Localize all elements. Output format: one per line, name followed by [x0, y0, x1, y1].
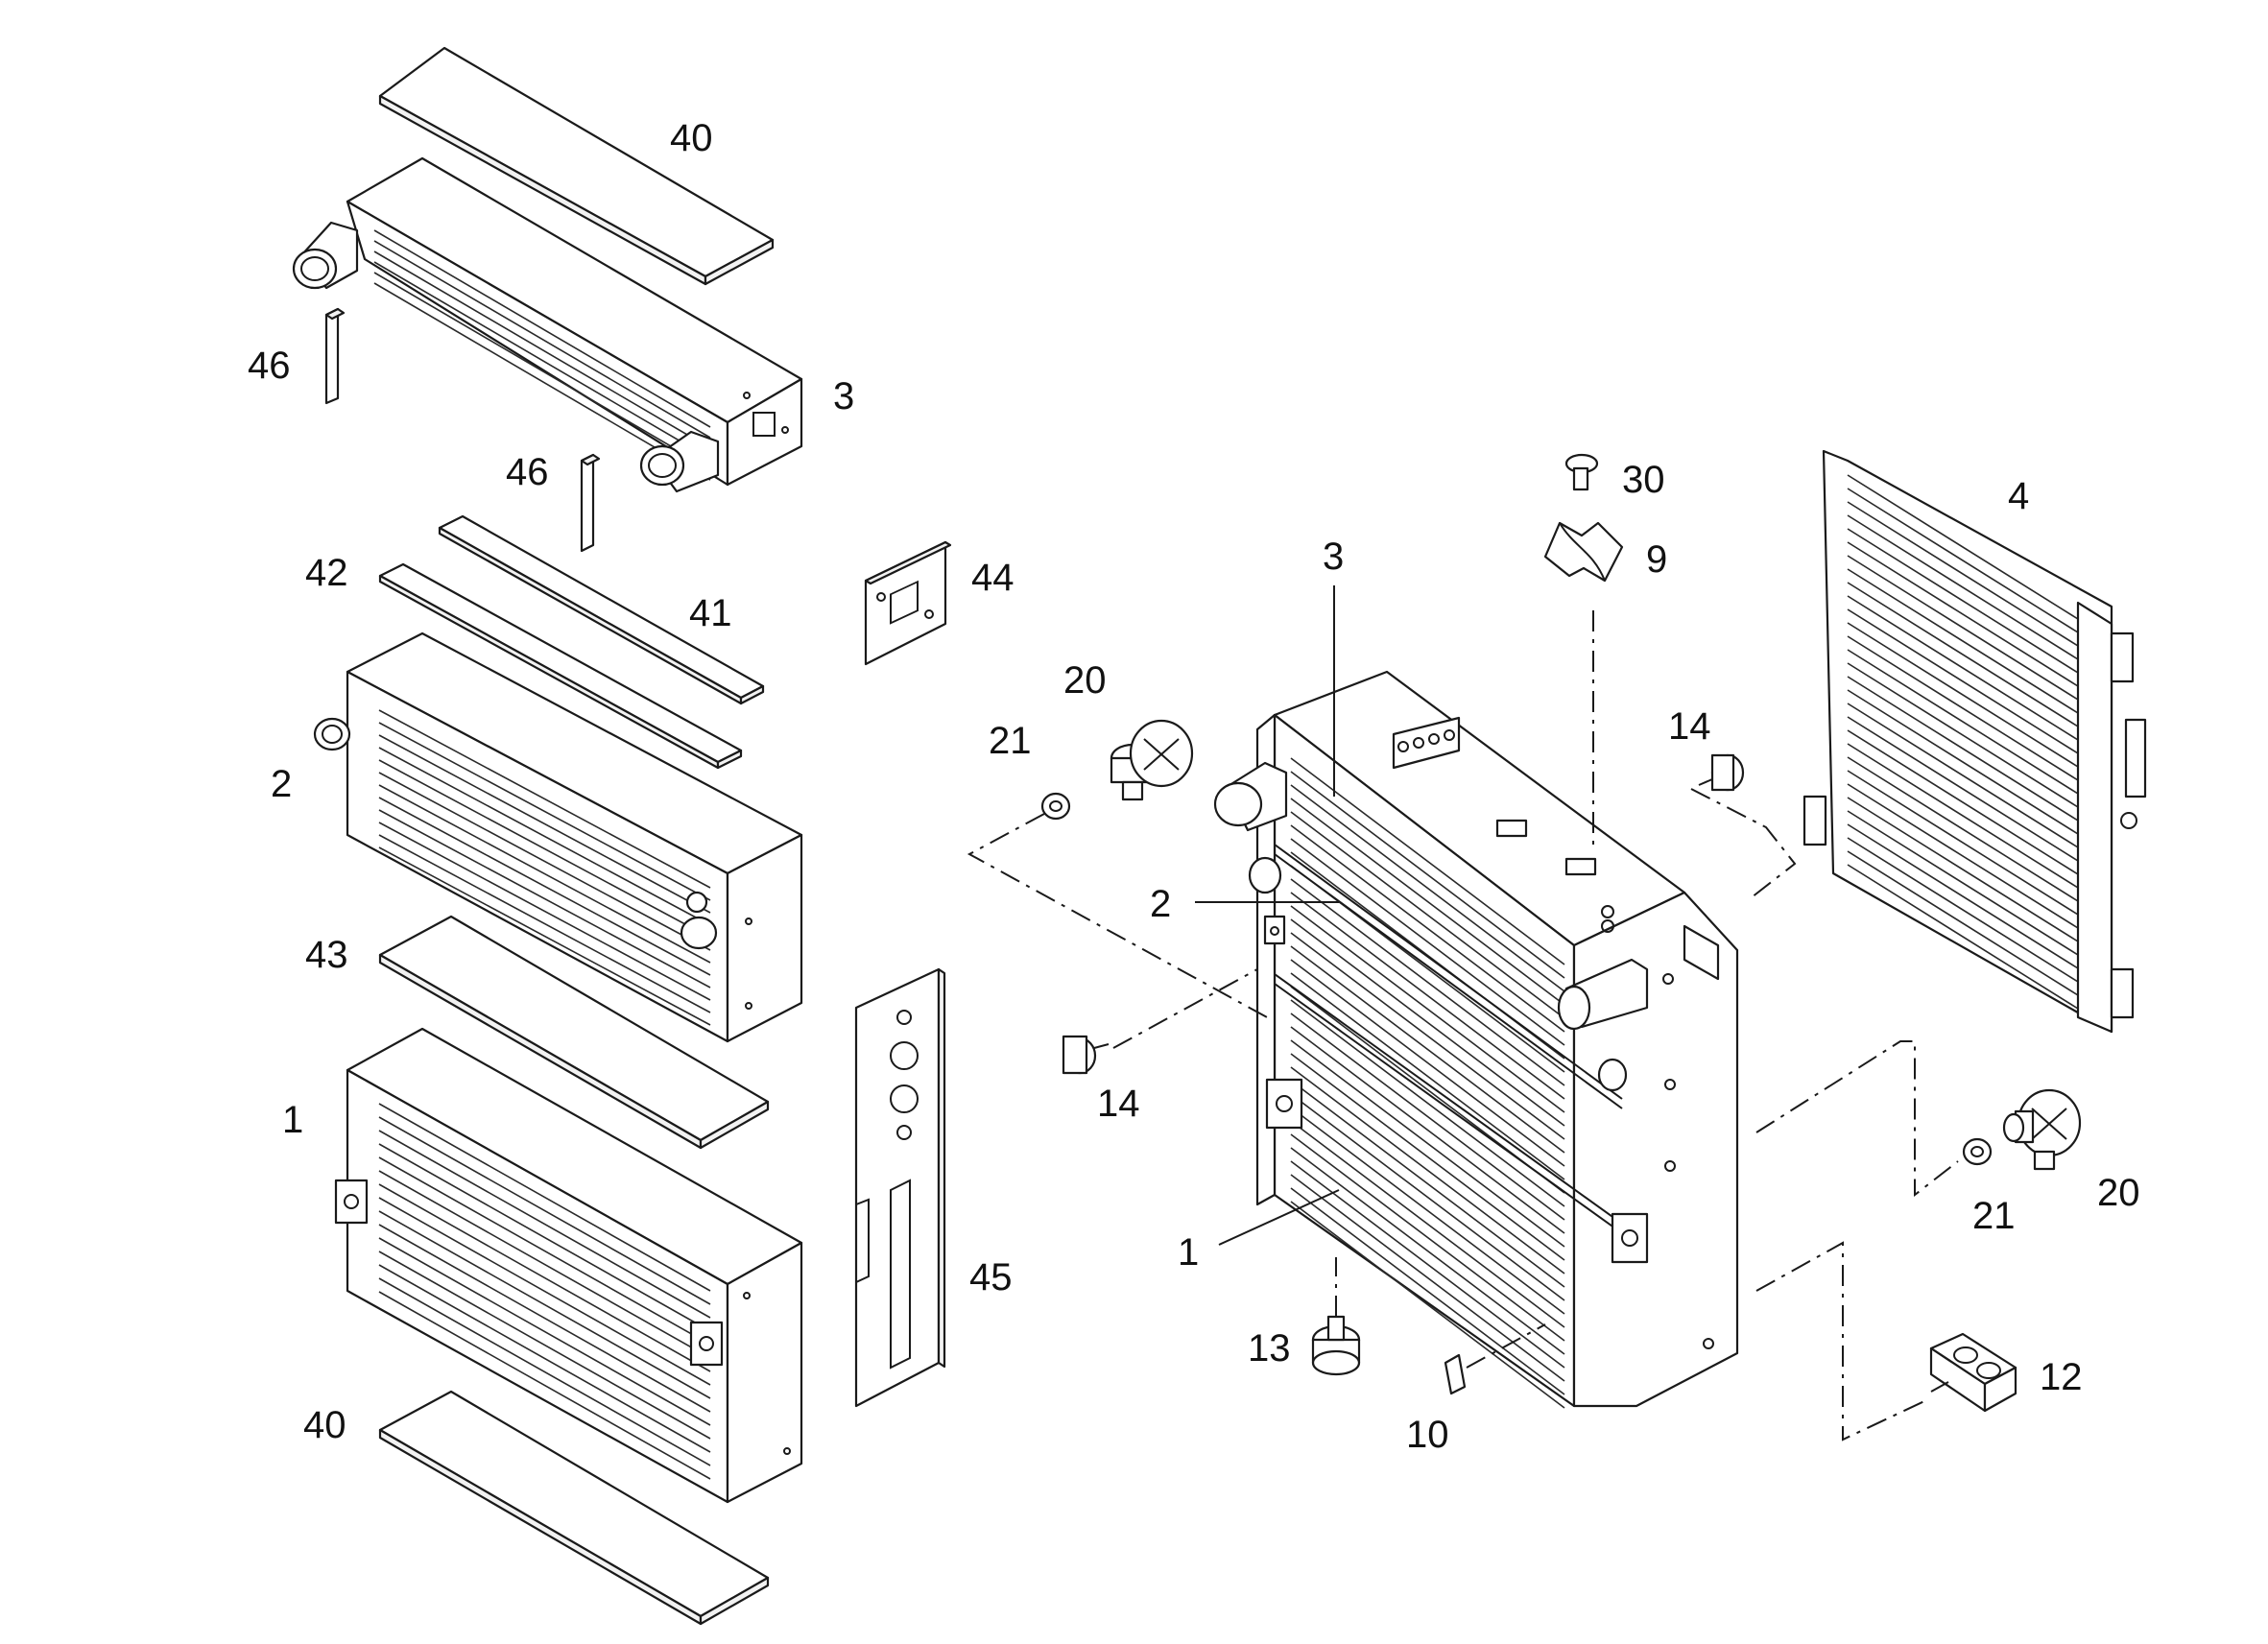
callout-clip-9: 9 [1646, 538, 1667, 581]
rubber-mount-lower [1062, 1035, 1110, 1075]
radiator-core [334, 1027, 803, 1504]
rubber-foot-13 [1311, 1315, 1361, 1376]
seal-strip-43 [378, 915, 770, 1150]
spring-clip-10 [1444, 1353, 1467, 1395]
callout-condenser: 4 [2008, 475, 2029, 517]
seal-washer-left [1040, 792, 1071, 821]
callout-washer-left: 21 [989, 720, 1032, 762]
spacer-block-a [324, 307, 346, 405]
cover-plate-bottom [378, 1390, 770, 1626]
pressure-switch-left [1110, 719, 1194, 801]
callout-plate-bottom: 40 [303, 1404, 346, 1446]
callout-spacer-a: 46 [248, 345, 291, 387]
pressure-switch-right [2002, 1088, 2082, 1171]
side-plate-45 [854, 967, 946, 1408]
callout-charge-air-cooler: 3 [833, 375, 854, 417]
callout-spacer-b: 46 [506, 451, 549, 493]
callout-assy-2: 2 [1150, 883, 1171, 925]
spacer-block-b [580, 453, 601, 553]
seal-strip-41 [438, 514, 765, 705]
callout-bolt-30: 30 [1622, 459, 1665, 501]
retaining-clip-9 [1543, 521, 1624, 583]
callout-switch-left: 20 [1063, 659, 1107, 702]
cooling-module-assembly [1213, 670, 1739, 1409]
callout-radiator: 1 [282, 1099, 303, 1141]
seal-washer-right [1962, 1137, 1993, 1166]
callout-bracket-12: 12 [2040, 1356, 2083, 1398]
callout-oil-cooler: 2 [271, 763, 292, 805]
callout-labels: 40 46 3 46 42 41 2 43 1 40 44 45 20 21 1… [248, 117, 2140, 1456]
callout-strip-42: 42 [305, 552, 348, 594]
rubber-mount-upper [1698, 753, 1745, 792]
callout-plate-top: 40 [670, 117, 713, 159]
callout-mount-lower: 14 [1097, 1083, 1140, 1125]
cover-plate-top [378, 46, 775, 286]
callout-switch-right: 20 [2097, 1172, 2140, 1214]
callout-assy-1: 1 [1178, 1231, 1199, 1274]
oil-cooler [313, 631, 803, 1043]
bolt-30 [1564, 453, 1599, 491]
callout-assy-3: 3 [1323, 536, 1344, 578]
leader-lines [1195, 585, 1340, 1246]
seal-strip-42 [378, 562, 743, 770]
callout-washer-right: 21 [1972, 1195, 2016, 1237]
assembly-lines [967, 610, 1959, 1441]
mounting-bracket-44 [864, 540, 952, 666]
callout-plate-45: 45 [969, 1256, 1013, 1299]
ac-condenser [1802, 449, 2147, 1034]
callout-bracket-44: 44 [971, 557, 1015, 599]
callout-strip-41: 41 [689, 592, 732, 634]
charge-air-cooler [292, 156, 803, 493]
mounting-bracket-12 [1929, 1332, 2017, 1413]
callout-mount-upper: 14 [1668, 705, 1711, 748]
callout-clip-10: 10 [1406, 1414, 1449, 1456]
callout-foot-13: 13 [1248, 1327, 1291, 1370]
callout-strip-43: 43 [305, 934, 348, 976]
